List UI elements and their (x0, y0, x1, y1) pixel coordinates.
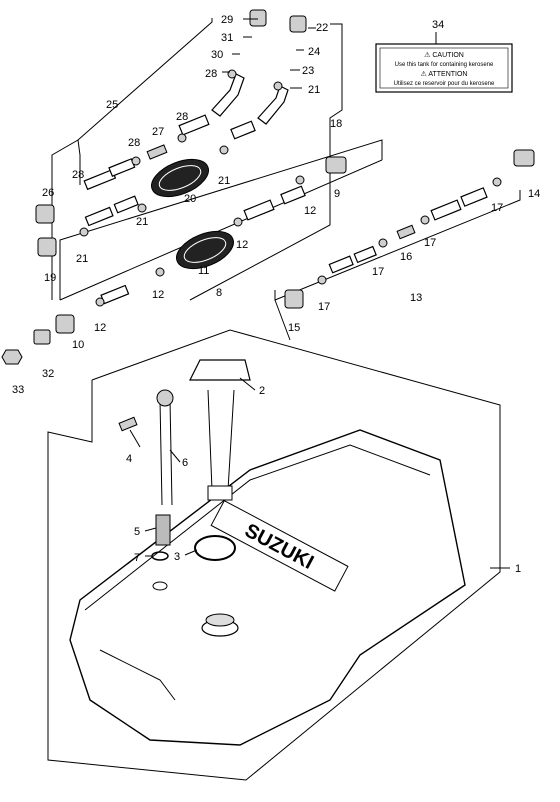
callout-17: 17 (491, 202, 503, 214)
callout-23: 23 (302, 65, 314, 77)
callout-24: 24 (308, 46, 320, 58)
callout-6: 6 (182, 457, 188, 469)
callout-11: 11 (198, 265, 209, 277)
o-ring (194, 535, 236, 561)
caution-label: 34 ⚠ CAUTION Use this tank for containin… (375, 19, 513, 93)
callout-10: 10 (72, 339, 84, 351)
vent-hole (152, 581, 168, 591)
callout-13: 13 (410, 292, 422, 304)
callout-34: 34 (432, 19, 444, 31)
callout-21-d: 21 (76, 253, 88, 265)
callout-17-d: 17 (424, 237, 436, 249)
callout-33: 33 (12, 384, 24, 396)
callout-12-b: 12 (236, 239, 248, 251)
callout-28-b: 28 (128, 137, 140, 149)
callout-8: 8 (216, 287, 222, 299)
attention-text: Utilisez ce reservoir pour du kerosene (394, 81, 495, 87)
callout-30: 30 (211, 49, 223, 61)
callout-31: 31 (221, 32, 233, 44)
callout-16: 16 (400, 251, 412, 263)
callout-14: 14 (528, 188, 540, 200)
callout-21-b: 21 (218, 175, 230, 187)
callout-18: 18 (330, 118, 342, 130)
callout-21: 21 (308, 84, 320, 96)
attention-title: ⚠ ATTENTION (421, 70, 468, 78)
callout-21-c: 21 (136, 216, 148, 228)
clamps (79, 69, 502, 307)
hoses (83, 73, 488, 305)
callout-28: 28 (205, 68, 217, 80)
caution-title: ⚠ CAUTION (424, 51, 464, 59)
callout-15: 15 (288, 322, 300, 334)
fuel-tank: SUZUKI (47, 329, 501, 781)
callout-32: 32 (42, 368, 54, 380)
callout-17-b: 17 (372, 266, 384, 278)
vent-screw (155, 514, 171, 546)
callout-27: 27 (152, 126, 164, 138)
callout-20: 20 (184, 193, 196, 205)
callout-labels: 1 2 3 4 5 6 7 8 9 10 11 12 13 14 15 16 1… (12, 14, 540, 575)
callout-17-c: 17 (318, 301, 330, 313)
callout-2: 2 (259, 385, 265, 397)
callout-12-d: 12 (94, 322, 106, 334)
callout-5: 5 (134, 526, 140, 538)
fuel-gauge (189, 359, 251, 501)
callout-1: 1 (515, 563, 521, 575)
callout-29: 29 (221, 14, 233, 26)
group-brackets (51, 18, 521, 341)
callout-12: 12 (304, 205, 316, 217)
callout-22: 22 (316, 22, 328, 34)
caution-text: Use this tank for containing kerosene (395, 62, 494, 68)
callout-19: 19 (44, 272, 56, 284)
callout-4: 4 (126, 453, 132, 465)
callout-25: 25 (106, 99, 118, 111)
callout-7: 7 (134, 552, 140, 564)
callout-9: 9 (334, 188, 340, 200)
callout-26: 26 (42, 187, 54, 199)
callout-3: 3 (174, 551, 180, 563)
callout-28-c: 28 (72, 169, 84, 181)
leader-lines (129, 18, 510, 569)
primer-bulb-upper (151, 158, 209, 198)
suction-pipe (156, 389, 174, 506)
callout-28-d: 28 (176, 111, 188, 123)
primer-bulb-lower (176, 230, 234, 270)
callout-12-c: 12 (152, 289, 164, 301)
connectors (1, 9, 535, 432)
